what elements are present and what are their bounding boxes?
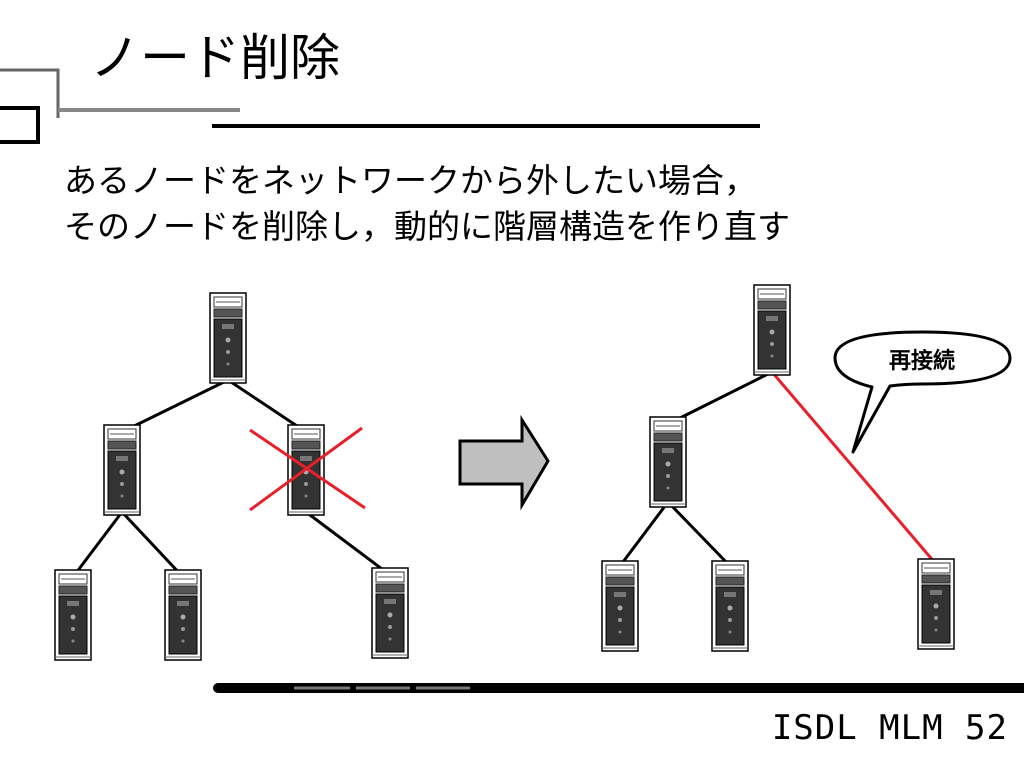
computer-tower-icon xyxy=(371,567,409,659)
edge-root-left xyxy=(121,378,229,434)
left-tree-edges xyxy=(71,378,391,579)
slide-footer: ISDL MLM 52 xyxy=(771,708,1008,748)
computer-tower-icon xyxy=(753,284,791,376)
computer-tower-icon xyxy=(649,416,687,508)
edge-left-leaf1 xyxy=(71,511,124,578)
delete-cross-icon xyxy=(249,426,366,512)
slide-title: ノード削除 xyxy=(90,29,340,87)
computer-tower-icon xyxy=(103,424,141,516)
edge-root-deleted xyxy=(227,378,307,434)
computer-tower-icon xyxy=(164,569,202,661)
callout-label: 再接続 xyxy=(889,348,955,374)
reconnect-callout: 再接続 xyxy=(833,330,1012,454)
computer-tower-icon xyxy=(54,569,92,661)
edge-deleted-leaf xyxy=(305,510,391,577)
right-tree-edges xyxy=(618,370,773,568)
slide-body: あるノードをネットワークから外したい場合， そのノードを削除し，動的に階層構造を… xyxy=(64,158,790,250)
edge-left-leaf2 xyxy=(120,510,185,579)
computer-tower-icon xyxy=(917,558,955,650)
left-tree-nodes xyxy=(54,292,409,661)
edge-left-leaf2 xyxy=(666,500,732,568)
title-decoration xyxy=(0,68,760,144)
body-line-2: そのノードを削除し，動的に階層構造を作り直す xyxy=(64,207,790,246)
body-line-1: あるノードをネットワークから外したい場合， xyxy=(64,161,757,200)
reconnect-edge xyxy=(770,371,938,565)
computer-tower-icon xyxy=(711,560,749,652)
computer-tower-icon xyxy=(209,292,247,384)
right-arrow-icon xyxy=(458,414,550,511)
edge-root-left xyxy=(667,370,773,426)
edge-left-leaf1 xyxy=(618,501,670,567)
computer-tower-icon xyxy=(601,560,639,652)
